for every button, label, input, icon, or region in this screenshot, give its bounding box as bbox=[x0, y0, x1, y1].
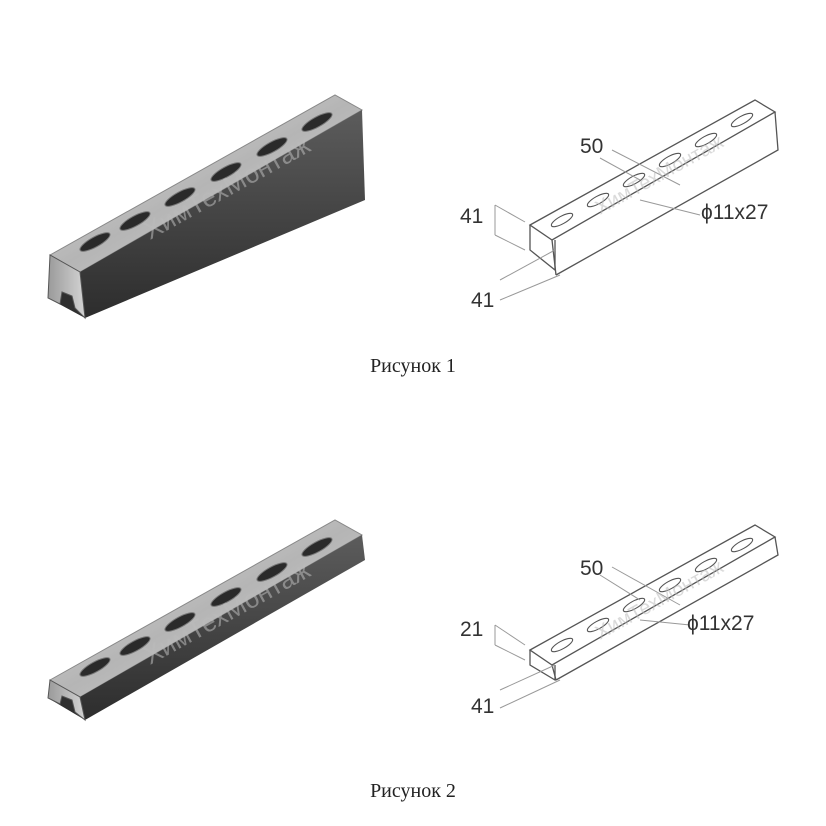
profile-photo-2 bbox=[47, 519, 365, 722]
dim-height-2: 21 bbox=[460, 618, 483, 641]
figure-caption-2: Рисунок 2 bbox=[370, 780, 456, 802]
profile-photo-1 bbox=[47, 94, 365, 320]
dim-width-1: 41 bbox=[471, 289, 494, 312]
dim-hole-1: ϕ11x27 bbox=[701, 201, 768, 224]
figure-caption-1: Рисунок 1 bbox=[370, 355, 456, 377]
profile-drawing-1 bbox=[494, 99, 779, 301]
dim-height-1: 41 bbox=[460, 205, 483, 228]
watermark-text-2: ХимТехМонтаж bbox=[138, 554, 315, 670]
dim-spacing-2: 50 bbox=[580, 557, 603, 580]
dim-hole-2: ϕ11x27 bbox=[687, 612, 754, 635]
dim-spacing-1: 50 bbox=[580, 135, 603, 158]
dim-width-2: 41 bbox=[471, 695, 494, 718]
profile-drawing-2 bbox=[494, 524, 779, 709]
